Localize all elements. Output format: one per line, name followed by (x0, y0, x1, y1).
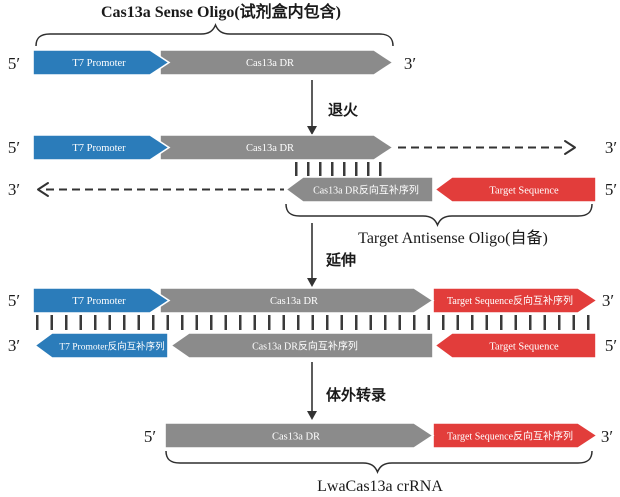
target-sequence-rc-label: Target Sequence反向互补序列 (447, 294, 573, 307)
t7-promoter-rc-label: T7 Promoter反向互补序列 (59, 341, 164, 353)
transcribe-label: 体外转录 (326, 386, 386, 404)
t7-promoter-label: T7 Promoter (72, 296, 126, 307)
sense-oligo-title: Cas13a Sense Oligo(试剂盒内包含) (101, 2, 341, 21)
target-sequence-arrow (433, 176, 597, 203)
extend-step: 延伸 (307, 223, 356, 287)
anneal-step: 退火 (307, 80, 359, 135)
target-sequence-rc-arrow (432, 422, 599, 449)
target-sequence-arrow (433, 332, 597, 359)
sense-oligo-overbrace (35, 23, 394, 47)
target-sequence-rc-label: Target Sequence反向互补序列 (447, 430, 573, 443)
terminus-5prime: 5′ (8, 291, 20, 310)
t7-promoter-arrow (32, 134, 171, 161)
strand-row-ds-sense: 5′ T7 Promoter Cas13a DR Target Sequence… (8, 287, 614, 314)
target-sequence-rc-arrow (432, 287, 599, 314)
cas13a-dr-rc-label: Cas13a DR反向互补序列 (313, 184, 419, 197)
terminus-3prime: 3′ (8, 336, 20, 355)
cas13a-dr-rc-arrow (169, 332, 434, 359)
terminus-5prime: 5′ (8, 138, 20, 157)
antisense-oligo-underbrace (285, 203, 593, 227)
cas13a-dr-arrow (159, 134, 395, 161)
crRNA-annotation: LwaCas13a crRNA (165, 450, 593, 495)
t7-promoter-arrow (32, 49, 171, 76)
cas13a-dr-arrow (159, 287, 435, 314)
cas13a-dr-label: Cas13a DR (246, 143, 294, 154)
extend-arrowhead-icon (307, 278, 317, 287)
strand-row-ds-antisense: 3′ T7 Promoter反向互补序列 Cas13a DR反向互补序列 Tar… (8, 332, 617, 359)
antisense-oligo-annotation: Target Antisense Oligo(自备) (285, 203, 593, 247)
strand-row-antisense-oligo: 3′ Cas13a DR反向互补序列 Target Sequence 5′ (8, 176, 617, 203)
terminus-3prime: 3′ (601, 427, 613, 446)
strand-row-sense-oligo: 5′ T7 Promoter Cas13a DR 3′ (8, 49, 416, 76)
cas13a-dr-arrow (159, 49, 395, 76)
t7-promoter-rc-arrow (33, 332, 169, 359)
cas13a-dr-arrow (164, 422, 435, 449)
terminus-3prime: 3′ (602, 291, 614, 310)
terminus-5prime: 5′ (8, 54, 20, 73)
crRNA-label: LwaCas13a crRNA (317, 478, 443, 495)
terminus-5prime: 5′ (144, 427, 156, 446)
strand-row-crRNA: 5′ Cas13a DR Target Sequence反向互补序列 3′ (144, 422, 613, 449)
anneal-label: 退火 (328, 102, 359, 119)
antisense-oligo-label: Target Antisense Oligo(自备) (358, 229, 548, 247)
target-sequence-label: Target Sequence (489, 342, 559, 353)
crRNA-underbrace (165, 450, 593, 474)
terminus-3prime: 3′ (404, 54, 416, 73)
dashed-arrowhead-left-icon (37, 182, 49, 197)
transcribe-step: 体外转录 (307, 362, 386, 420)
t7-promoter-arrow (32, 287, 171, 314)
dashed-arrowhead-right-icon (564, 140, 576, 155)
target-sequence-label: Target Sequence (489, 186, 559, 197)
cas13a-dr-label: Cas13a DR (272, 432, 320, 443)
strand-row-sense-annealed: 5′ T7 Promoter Cas13a DR 3′ (8, 134, 617, 161)
sense-oligo-annotation: Cas13a Sense Oligo(试剂盒内包含) (35, 2, 394, 47)
cas13a-dr-rc-arrow (284, 176, 434, 203)
extend-label: 延伸 (325, 251, 356, 269)
cas13a-dr-rc-label: Cas13a DR反向互补序列 (252, 340, 358, 353)
cas13a-dr-label: Cas13a DR (270, 296, 318, 307)
cas13a-dr-label: Cas13a DR (246, 58, 294, 69)
terminus-3prime: 3′ (8, 180, 20, 199)
terminus-3prime: 3′ (605, 138, 617, 157)
transcribe-arrowhead-icon (307, 411, 317, 420)
t7-promoter-label: T7 Promoter (72, 143, 126, 154)
terminus-5prime: 5′ (605, 336, 617, 355)
t7-promoter-label: T7 Promoter (72, 58, 126, 69)
terminus-5prime: 5′ (605, 180, 617, 199)
anneal-arrowhead-icon (307, 126, 317, 135)
